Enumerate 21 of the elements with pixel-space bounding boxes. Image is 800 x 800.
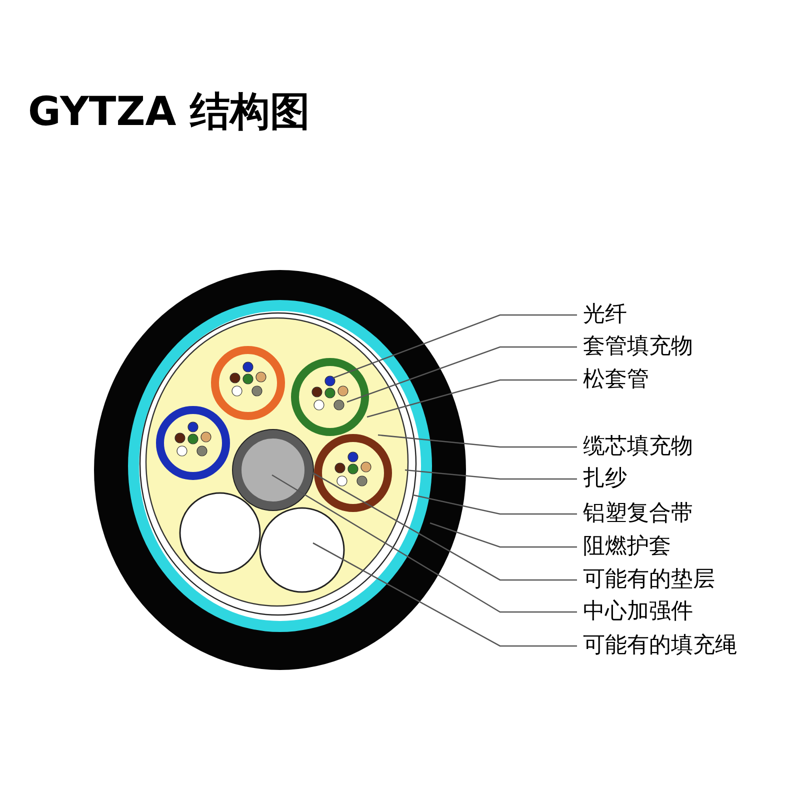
part-label: 中心加强件	[583, 598, 693, 626]
title: GYTZA 结构图	[28, 88, 310, 136]
leader-line	[412, 494, 577, 515]
leader-line	[272, 474, 577, 613]
leader-line	[404, 469, 577, 480]
leader-line	[366, 379, 577, 418]
part-label: 可能有的填充绳	[583, 632, 737, 660]
part-label: 光纤	[583, 301, 627, 329]
leader-line	[332, 314, 577, 379]
part-label: 阻燃护套	[583, 533, 671, 561]
part-label: 松套管	[583, 366, 649, 394]
part-label: 缆芯填充物	[583, 433, 693, 461]
part-label: 扎纱	[583, 465, 627, 493]
part-label: 铝塑复合带	[583, 500, 693, 528]
part-label: 套管填充物	[583, 333, 693, 361]
leader-line	[430, 522, 577, 548]
leader-line	[378, 434, 577, 448]
part-label: 可能有的垫层	[583, 566, 715, 594]
leader-line	[312, 472, 577, 581]
leader-line	[312, 542, 577, 647]
leader-line	[346, 346, 577, 403]
